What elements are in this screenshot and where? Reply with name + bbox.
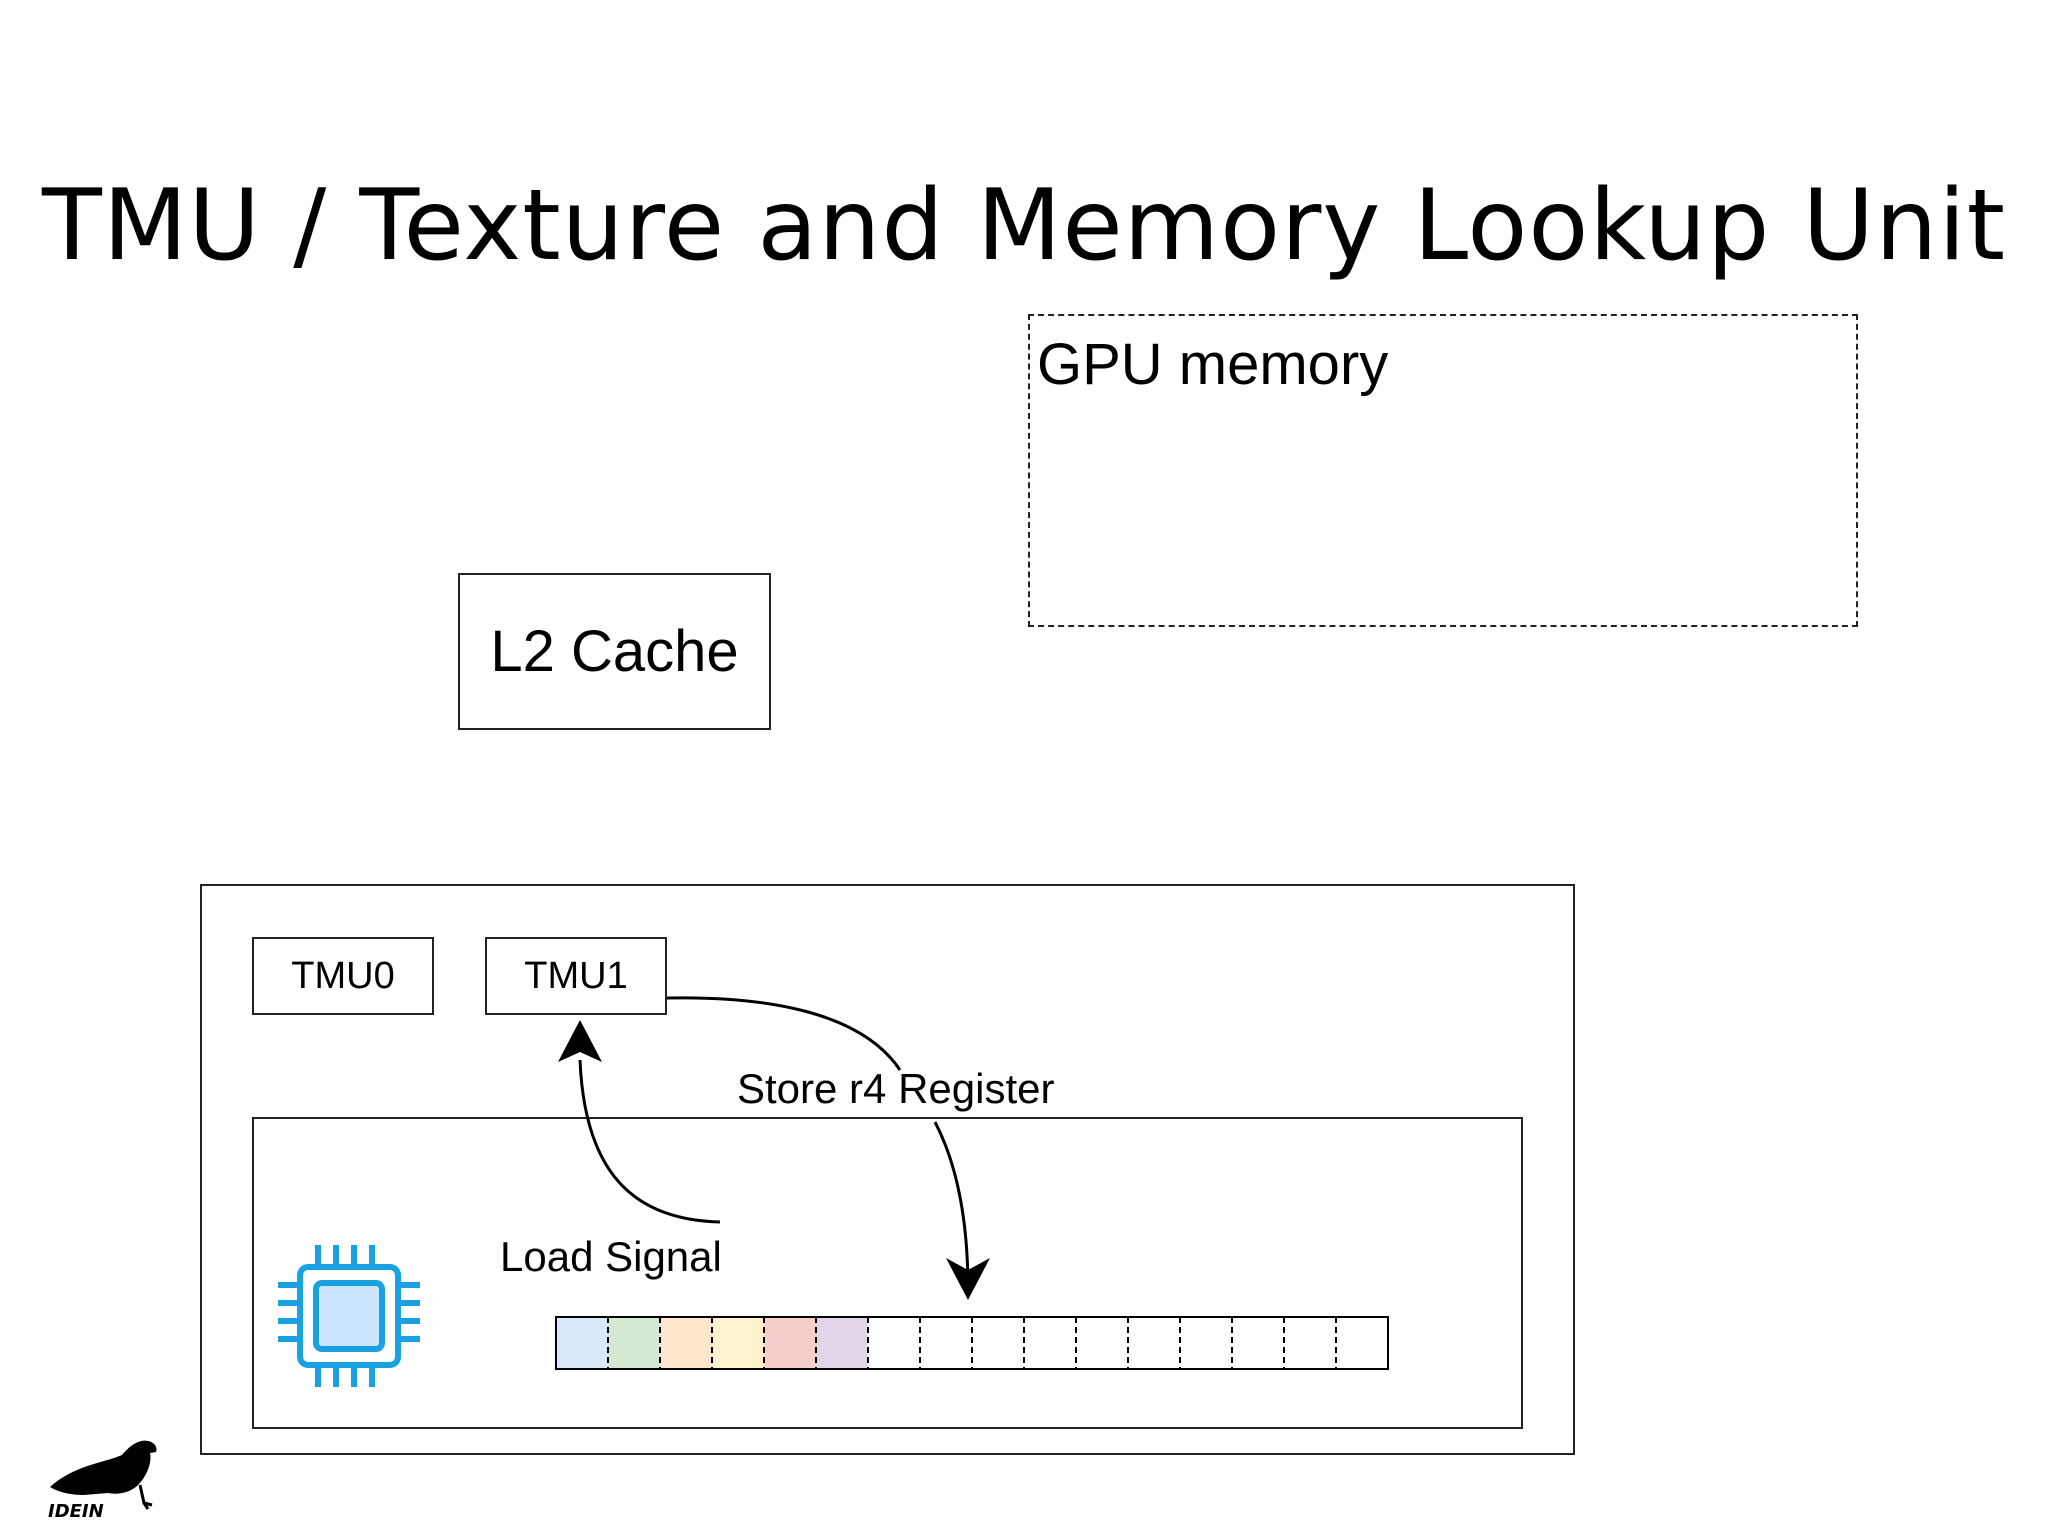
l2-cache-label: L2 Cache (490, 618, 739, 684)
tmu1-box: TMU1 (485, 937, 667, 1015)
tmu1-label: TMU1 (524, 955, 628, 997)
gpu-memory-region: GPU memory (1028, 314, 1858, 627)
tmu0-box: TMU0 (252, 937, 434, 1015)
store-r4-label: Store r4 Register (737, 1065, 1055, 1112)
logo-text: IDEIN (48, 1501, 104, 1520)
tmu0-label: TMU0 (291, 955, 395, 997)
load-signal-label: Load Signal (500, 1233, 722, 1280)
gpu-memory-label: GPU memory (1037, 332, 1389, 397)
qpu-box (252, 1117, 1523, 1429)
raven-logo-icon: IDEIN (48, 1440, 157, 1520)
l2-cache-box: L2 Cache (458, 573, 771, 730)
slide-title: TMU / Texture and Memory Lookup Unit (41, 169, 2007, 283)
